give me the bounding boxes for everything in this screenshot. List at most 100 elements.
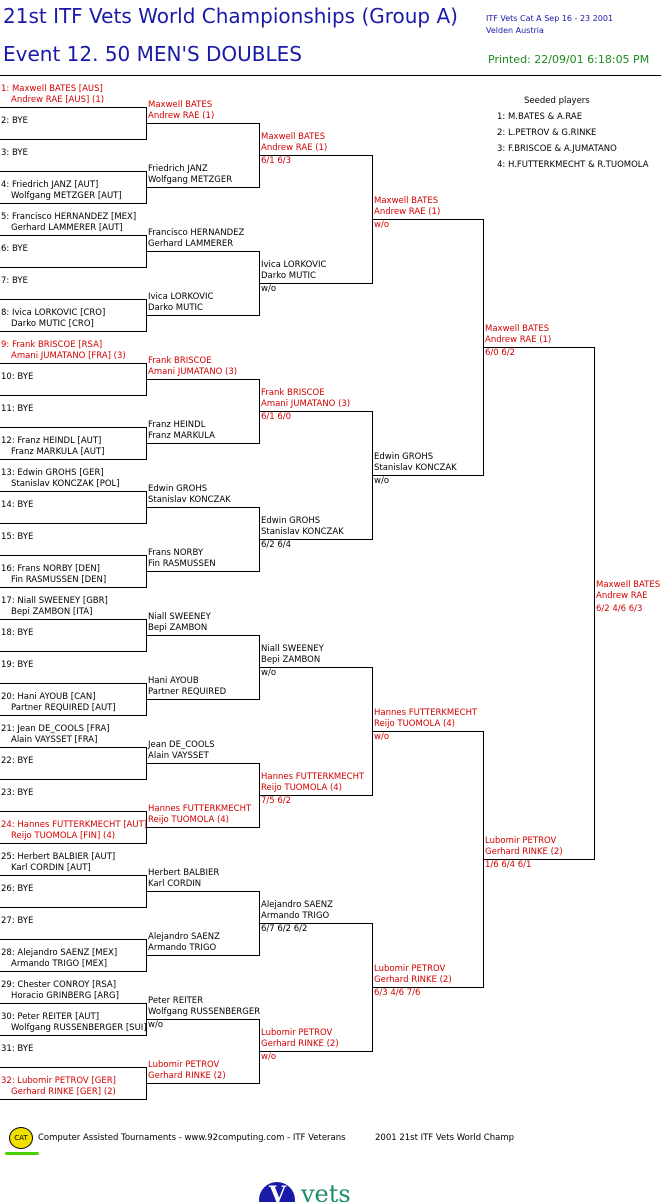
bracket-line — [372, 731, 483, 732]
bracket-line — [0, 235, 146, 236]
draw-entry-player1: 11: BYE — [1, 404, 34, 414]
bracket-line — [259, 1051, 372, 1052]
bracket-line — [146, 763, 259, 764]
seed-item: 1: M.BATES & A.RAE — [497, 112, 583, 122]
bracket-line — [146, 379, 259, 380]
match-score: w/o — [261, 284, 277, 294]
bracket-line — [483, 859, 594, 860]
draw-entry-player1: 30: Peter REITER [AUT] — [1, 1012, 100, 1022]
bracket-line — [0, 1067, 146, 1068]
event-meta-line1: ITF Vets Cat A Sep 16 - 23 2001 — [486, 14, 614, 23]
winner-player2: Reijo TUOMOLA (4) — [374, 719, 455, 729]
bracket-line — [0, 331, 146, 332]
match-score: 6/2 4/6 6/3 — [596, 604, 643, 614]
bracket-line — [146, 507, 259, 508]
draw-entry-player1: 26: BYE — [1, 884, 34, 894]
winner-player2: Stanislav KONCZAK — [148, 495, 231, 505]
vets-logo-text: vets — [300, 1180, 351, 1202]
winner-player2: Bepi ZAMBON — [148, 623, 208, 633]
winner-player2: Stanislav KONCZAK — [261, 527, 344, 537]
bracket-line — [0, 203, 146, 204]
draw-entry-player1: 19: BYE — [1, 660, 34, 670]
winner-player2: Karl CORDIN — [148, 879, 202, 889]
bracket-line — [0, 139, 146, 140]
bracket-line — [0, 907, 146, 908]
match-score: w/o — [148, 1020, 164, 1030]
winner-player1: Maxwell BATES — [485, 324, 550, 334]
bracket-line — [146, 571, 259, 572]
draw-entry-player1: 28: Alejandro SAENZ [MEX] — [1, 948, 118, 958]
seeded-players-title: Seeded players — [524, 96, 590, 106]
bracket-line — [146, 251, 259, 252]
draw-entry-player1: 18: BYE — [1, 628, 34, 638]
draw-entry-player2: Karl CORDIN [AUT] — [11, 863, 91, 873]
winner-player2: Armando TRIGO — [261, 911, 330, 921]
winner-player2: Andrew RAE (1) — [485, 335, 552, 345]
bracket-line — [0, 1003, 146, 1004]
bracket-line — [0, 683, 146, 684]
bracket-line — [0, 427, 146, 428]
seed-item: 4: H.FUTTERKMECHT & R.TUOMOLA — [497, 160, 649, 170]
winner-player2: Darko MUTIC — [261, 271, 316, 281]
footer-event: 2001 21st ITF Vets World Champ — [375, 1133, 515, 1143]
bracket-line — [259, 539, 372, 540]
winner-player1: Ivica LORKOVIC — [261, 260, 327, 270]
winner-player1: Franz HEINDL — [148, 420, 206, 430]
winner-player2: Wolfgang RUSSENBERGER — [148, 1007, 261, 1017]
winner-player2: Reijo TUOMOLA (4) — [148, 815, 229, 825]
footer-credit: Computer Assisted Tournaments - www.92co… — [38, 1133, 346, 1143]
bracket-line — [0, 651, 146, 652]
bracket-line — [372, 987, 483, 988]
winner-player1: Hannes FUTTERKMECHT — [374, 708, 478, 718]
bracket-line — [0, 171, 146, 172]
winner-player1: Hannes FUTTERKMECHT — [261, 772, 365, 782]
winner-player1: Maxwell BATES — [148, 100, 213, 110]
winner-player1: Niall SWEENEY — [148, 612, 211, 622]
bracket-line — [0, 491, 146, 492]
draw-entry-player2: Armando TRIGO [MEX] — [11, 959, 108, 969]
match-score: 6/1 6/0 — [261, 412, 292, 422]
winner-player2: Andrew RAE (1) — [261, 143, 328, 153]
draw-entry-player1: 8: Ivica LORKOVIC [CRO] — [1, 308, 106, 318]
bracket-line — [372, 475, 483, 476]
svg-text:V: V — [268, 1182, 287, 1202]
winner-player2: Andrew RAE — [596, 591, 648, 601]
bracket-line — [0, 1099, 146, 1100]
draw-entry-player1: 16: Frans NORBY [DEN] — [1, 564, 100, 574]
draw-entry-player2: Bepi ZAMBON [ITA] — [11, 607, 93, 617]
draw-entry-player1: 4: Friedrich JANZ [AUT] — [1, 180, 99, 190]
event-title: Event 12. 50 MEN'S DOUBLES — [3, 42, 303, 66]
draw-entry-player1: 9: Frank BRISCOE [RSA] — [1, 340, 103, 350]
winner-player2: Gerhard RINKE (2) — [148, 1071, 226, 1081]
winner-player1: Lubomir PETROV — [374, 964, 446, 974]
bracket-line — [483, 347, 594, 348]
winner-player1: Edwin GROHS — [148, 484, 208, 494]
bracket-line — [0, 619, 146, 620]
match-score: w/o — [374, 476, 390, 486]
bracket-line — [259, 411, 372, 412]
bracket-line — [0, 779, 146, 780]
draw-entry-player1: 21: Jean DE_COOLS [FRA] — [1, 724, 110, 734]
draw-entry-player1: 6: BYE — [1, 244, 28, 254]
match-score: w/o — [261, 668, 277, 678]
winner-player2: Gerhard LAMMERER — [148, 239, 234, 249]
bracket-line — [0, 267, 146, 268]
bracket-line — [372, 219, 483, 220]
draw-entry-player1: 15: BYE — [1, 532, 34, 542]
winner-player2: Partner REQUIRED — [148, 687, 227, 697]
winner-player2: Fin RASMUSSEN — [148, 559, 216, 569]
winner-player1: Lubomir PETROV — [148, 1060, 220, 1070]
match-score: 6/0 6/2 — [485, 348, 516, 358]
draw-entry-player1: 14: BYE — [1, 500, 34, 510]
bracket-line — [146, 827, 259, 828]
winner-player1: Alejandro SAENZ — [261, 900, 333, 910]
bracket-line — [0, 459, 146, 460]
winner-player1: Niall SWEENEY — [261, 644, 324, 654]
draw-entry-player2: Gerhard LAMMERER [AUT] — [11, 223, 123, 233]
bracket-line — [0, 107, 146, 108]
draw-entry-player1: 24: Hannes FUTTERKMECHT [AUT] — [1, 820, 148, 830]
bracket-line — [0, 555, 146, 556]
bracket-line — [0, 395, 146, 396]
winner-player1: Frank BRISCOE — [148, 356, 212, 366]
draw-entry-player2: Alain VAYSSET [FRA] — [11, 735, 98, 745]
